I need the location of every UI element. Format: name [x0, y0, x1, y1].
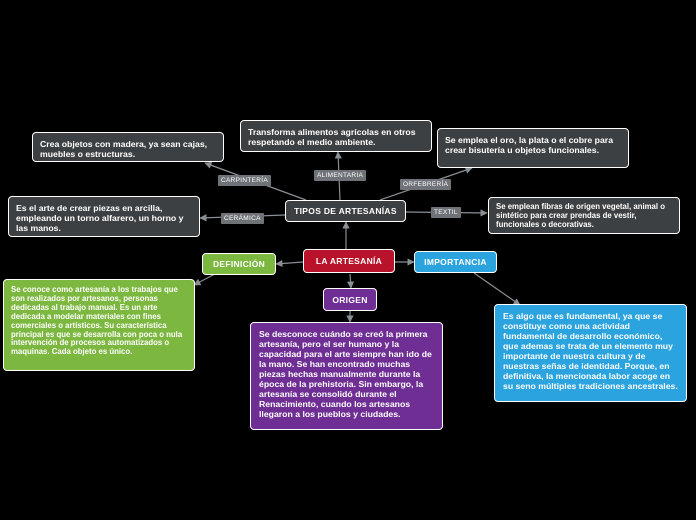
tipos-node[interactable]: TIPOS DE ARTESANÍAS — [285, 200, 406, 222]
label-carpinteria: CARPINTERÍA — [218, 175, 272, 186]
label-ceramica: CERÁMICA — [221, 213, 264, 224]
center-label: LA ARTESANÍA — [315, 256, 383, 266]
origen-text: Se desconoce cuándo se creó la primera a… — [259, 329, 432, 419]
ceramica-box[interactable]: Es el arte de crear piezas en arcilla, e… — [8, 196, 200, 237]
definicion-label: DEFINICIÓN — [212, 259, 266, 269]
definicion-text: Se conoce como artesanía a los trabajos … — [11, 285, 183, 357]
definicion-box[interactable]: Se conoce como artesanía a los trabajos … — [3, 279, 195, 371]
orfebreria-box[interactable]: Se emplea el oro, la plata o el cobre pa… — [437, 128, 629, 168]
link-center-origen — [346, 273, 355, 289]
importancia-node[interactable]: IMPORTANCIA — [414, 251, 497, 273]
textil-text: Se emplean fibras de origen vegetal, ani… — [496, 202, 665, 229]
tipos-label: TIPOS DE ARTESANÍAS — [294, 206, 397, 216]
alimentaria-box[interactable]: Transforma alimentos agrícolas en otros … — [240, 120, 432, 152]
origen-node[interactable]: ORIGEN — [323, 288, 377, 311]
link-importancia-text — [473, 272, 521, 306]
ceramica-text: Es el arte de crear piezas en arcilla, e… — [16, 203, 184, 233]
label-orfebreria: ORFEBRERÍA — [400, 179, 452, 190]
label-textil: TEXTIL — [431, 207, 461, 218]
carpinteria-box[interactable]: Crea objetos con madera, ya sean cajas, … — [32, 132, 224, 162]
alimentaria-text: Transforma alimentos agrícolas en otros … — [248, 127, 416, 147]
orfebreria-text: Se emplea el oro, la plata o el cobre pa… — [445, 135, 614, 155]
textil-box[interactable]: Se emplean fibras de origen vegetal, ani… — [488, 197, 680, 234]
importancia-text: Es algo que es fundamental, ya que se co… — [503, 311, 678, 391]
definicion-node[interactable]: DEFINICIÓN — [202, 253, 276, 275]
link-definicion-text — [193, 273, 216, 286]
importancia-box[interactable]: Es algo que es fundamental, ya que se co… — [494, 304, 687, 402]
label-alimentaria: ALIMENTARIA — [314, 170, 367, 181]
link-center-definicion — [275, 259, 304, 268]
carpinteria-text: Crea objetos con madera, ya sean cajas, … — [40, 139, 208, 159]
center-node[interactable]: LA ARTESANÍA — [303, 249, 395, 273]
origen-label: ORIGEN — [332, 294, 368, 305]
importancia-label: IMPORTANCIA — [424, 257, 487, 267]
origen-box[interactable]: Se desconoce cuándo se creó la primera a… — [250, 322, 443, 430]
